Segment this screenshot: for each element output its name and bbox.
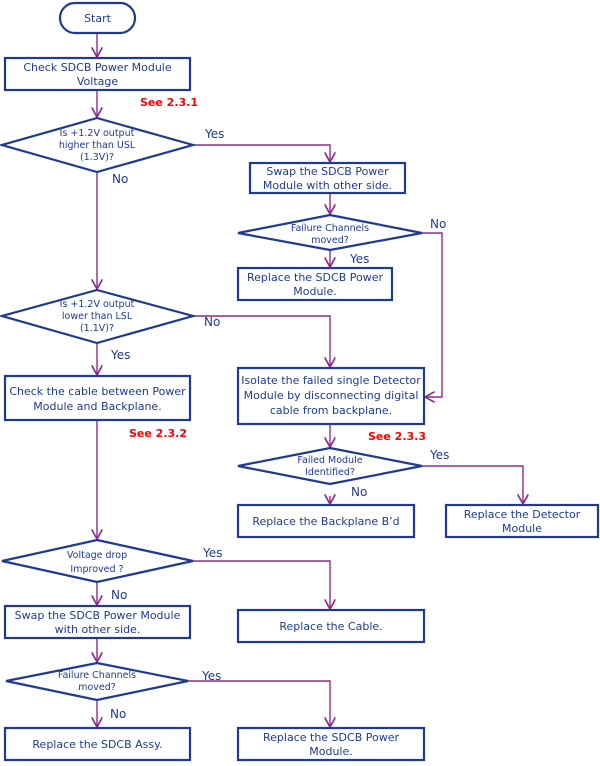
dec-low-yes-label: Yes	[110, 348, 130, 362]
replace-pm-1-line-2: Module.	[293, 285, 337, 298]
replace-pm-1-box	[236, 266, 394, 302]
decision-diamond	[0, 116, 198, 174]
replace-power-module-1-node: Replace the SDCB Power Module.	[236, 266, 394, 302]
decision-higher-than-usl: Is +1.2V output higher than USL (1.3V)?	[0, 116, 198, 174]
edge-dec-improved-yes	[193, 560, 330, 609]
swap-power-module-2-node: Swap the SDCB Power Module with other si…	[3, 604, 192, 640]
dec-identified-no-label: No	[351, 485, 367, 499]
replace-power-module-2-node: Replace the SDCB Power Module.	[236, 726, 426, 762]
dec-moved-1-line-2: moved?	[311, 235, 349, 246]
decision-diamond	[1, 538, 194, 584]
dec-high-line-2: higher than USL	[59, 140, 136, 151]
check-voltage-box	[3, 56, 192, 92]
dec-improved-yes-label: Yes	[202, 546, 222, 560]
dec-moved-2-no-label: No	[110, 707, 126, 721]
isolate-detector-node: Isolate the failed single Detector Modul…	[236, 366, 426, 426]
swap-pm-2-line-1: Swap the SDCB Power Module	[15, 609, 181, 622]
decision-diamond	[5, 661, 189, 702]
dec-identified-line-1: Failed Module	[297, 455, 362, 466]
reference-2-3-1: See 2.3.1	[140, 96, 198, 109]
dec-low-no-label: No	[204, 315, 220, 329]
dec-moved-1-yes-label: Yes	[349, 252, 369, 266]
dec-low-line-2: lower than LSL	[62, 311, 133, 322]
check-voltage-node: Check SDCB Power Module Voltage	[3, 56, 192, 92]
reference-2-3-3: See 2.3.3	[368, 430, 426, 443]
isolate-line-1: Isolate the failed single Detector	[241, 374, 421, 387]
check-cable-box	[3, 374, 192, 422]
dec-moved-2-yes-label: Yes	[201, 669, 221, 683]
isolate-box	[236, 366, 426, 426]
check-voltage-line-2: Voltage	[77, 75, 118, 88]
dec-moved-2-line-1: Failure Channels	[58, 670, 136, 681]
decision-diamond	[0, 288, 198, 345]
dec-moved-1-line-1: Failure Channels	[291, 223, 369, 234]
edges	[97, 33, 523, 727]
replace-detector-box	[444, 503, 600, 539]
edge-dec-low-no	[193, 315, 330, 367]
isolate-line-3: cable from backplane.	[270, 404, 392, 417]
replace-backplane-box	[236, 503, 416, 539]
swap-pm-1-line-2: Module with other side.	[263, 179, 392, 192]
replace-pm-2-line-2: Module.	[309, 745, 353, 758]
start-node: Start	[58, 1, 137, 35]
dec-improved-no-label: No	[111, 588, 127, 602]
replace-cable-line-1: Replace the Cable.	[279, 620, 382, 633]
check-voltage-line-1: Check SDCB Power Module	[23, 61, 171, 74]
dec-high-line-3: (1.3V)?	[80, 152, 114, 163]
replace-backplane-line-1: Replace the Backplane B’d	[252, 515, 399, 528]
dec-moved-2-line-2: moved?	[78, 682, 116, 693]
swap-pm-1-box	[248, 161, 407, 195]
dec-identified-yes-label: Yes	[429, 448, 449, 462]
edge-dec-moved2-yes	[188, 680, 330, 727]
replace-assy-line-1: Replace the SDCB Assy.	[32, 738, 162, 751]
decision-failed-module-identified: Failed Module Identified?	[237, 446, 423, 486]
dec-low-line-3: (1.1V)?	[80, 323, 114, 334]
replace-pm-1-line-1: Replace the SDCB Power	[247, 271, 383, 284]
replace-cable-node: Replace the Cable.	[236, 608, 426, 644]
dec-low-line-1: Is +1.2V output	[60, 299, 135, 310]
dec-improved-line-2: Improved ?	[70, 564, 123, 575]
replace-detector-line-2: Module	[502, 522, 542, 535]
decision-diamond	[237, 446, 423, 486]
dec-high-line-1: Is +1.2V output	[60, 128, 135, 139]
dec-moved-1-no-label: No	[430, 217, 446, 231]
replace-backplane-node: Replace the Backplane B’d	[236, 503, 416, 539]
decision-failure-channels-moved-1: Failure Channels moved?	[237, 213, 423, 252]
decision-failure-channels-moved-2: Failure Channels moved?	[5, 661, 189, 702]
edge-dec-high-yes	[193, 144, 330, 162]
dec-identified-line-2: Identified?	[305, 467, 355, 478]
decision-voltage-drop-improved: Voltage drop Improved ?	[1, 538, 194, 584]
replace-cable-box	[236, 608, 426, 644]
decision-diamond	[237, 213, 423, 252]
replace-detector-node: Replace the Detector Module	[444, 503, 600, 539]
start-terminator	[58, 1, 137, 35]
isolate-line-2: Module by disconnecting digital	[244, 389, 419, 402]
replace-pm-2-line-1: Replace the SDCB Power	[263, 731, 399, 744]
replace-assy-box	[3, 726, 192, 762]
replace-pm-2-box	[236, 726, 426, 762]
swap-power-module-1-node: Swap the SDCB Power Module with other si…	[248, 161, 407, 195]
swap-pm-1-line-1: Swap the SDCB Power	[266, 165, 389, 178]
start-label: Start	[84, 12, 112, 25]
decision-lower-than-lsl: Is +1.2V output lower than LSL (1.1V)?	[0, 288, 198, 345]
replace-detector-line-1: Replace the Detector	[464, 508, 581, 521]
dec-high-no-label: No	[112, 172, 128, 186]
check-cable-line-1: Check the cable between Power	[9, 385, 186, 398]
reference-2-3-2: See 2.3.2	[129, 427, 187, 440]
edge-dec-identified-yes	[422, 465, 523, 504]
check-cable-line-2: Module and Backplane.	[33, 400, 161, 413]
replace-sdcb-assy-node: Replace the SDCB Assy.	[3, 726, 192, 762]
dec-high-yes-label: Yes	[204, 127, 224, 141]
dec-improved-line-1: Voltage drop	[67, 550, 127, 561]
check-cable-node: Check the cable between Power Module and…	[3, 374, 192, 422]
edge-dec-moved1-no	[422, 232, 443, 397]
swap-pm-2-box	[3, 604, 192, 640]
swap-pm-2-line-2: with other side.	[55, 623, 141, 636]
